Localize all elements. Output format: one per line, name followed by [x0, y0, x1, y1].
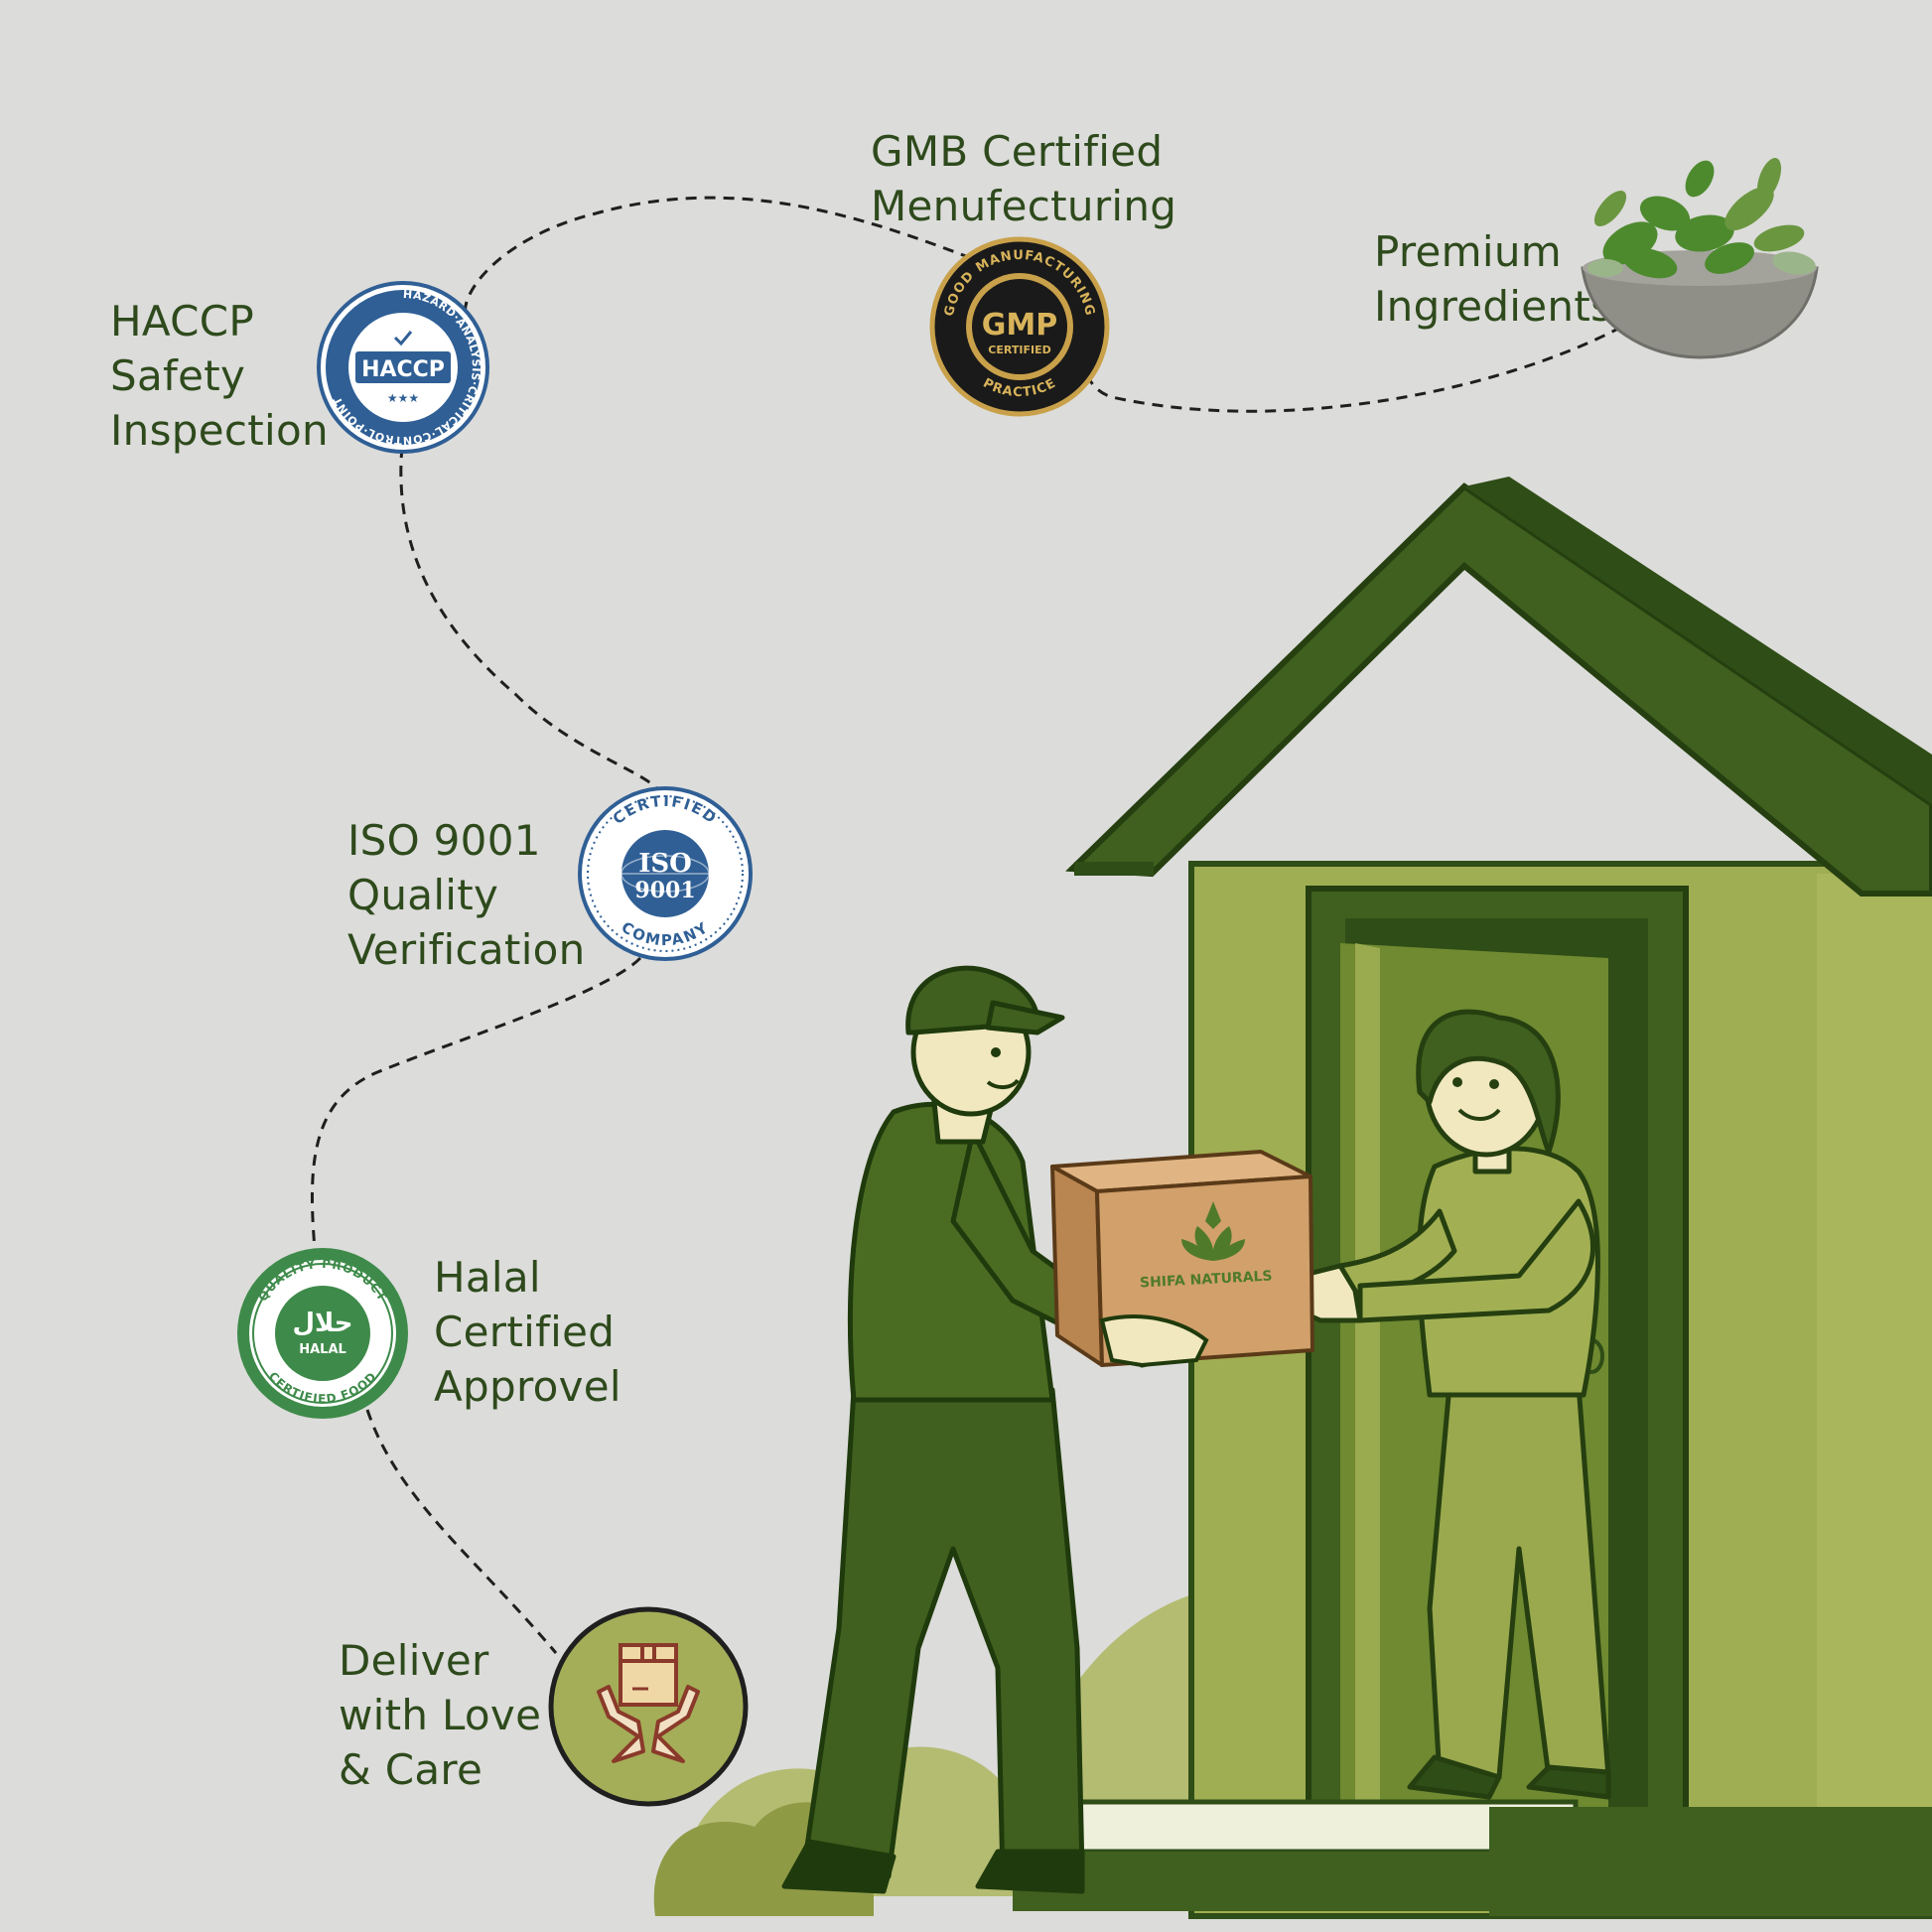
customer-woman [1273, 1009, 1611, 1800]
iso-9001-badge-icon: CERTIFIED COMPANY ISO 9001 [578, 786, 753, 961]
box-in-hands-icon [548, 1606, 749, 1807]
halal-badge-icon: QUALITY PRODUCT CERTIFIED FOOD حلال HALA… [237, 1248, 408, 1419]
step-line: HACCP [110, 297, 255, 345]
step-line: GMB Certified [871, 127, 1164, 176]
step-line: Halal [434, 1253, 541, 1302]
step-line: with Love [339, 1691, 542, 1739]
step-line: Verification [347, 925, 586, 974]
svg-text:CERTIFIED: CERTIFIED [988, 344, 1050, 356]
step-label-premium: Premium Ingredients [1374, 224, 1612, 334]
step-line: Inspection [110, 406, 329, 455]
delivery-man-hand [1099, 1314, 1209, 1368]
step-line: Approvel [434, 1362, 621, 1411]
leaf-logo-icon [1181, 1201, 1245, 1261]
svg-text:★★★: ★★★ [387, 391, 419, 405]
svg-text:ISO: ISO [638, 849, 692, 879]
step-label-gmp: GMB Certified Menufecturing [871, 124, 1176, 233]
svg-text:HALAL: HALAL [299, 1342, 346, 1357]
svg-text:HACCP: HACCP [361, 357, 445, 382]
step-label-halal: Halal Certified Approvel [434, 1250, 621, 1414]
box-brand-text: SHIFA NATURALS [1140, 1269, 1273, 1292]
svg-text:GMP: GMP [982, 308, 1057, 343]
step-line: ISO 9001 [347, 816, 541, 865]
haccp-badge-icon: HAZARD·ANALYSIS·CRITICAL·CONTROL·POINT H… [317, 281, 489, 454]
svg-text:9001: 9001 [634, 878, 695, 903]
step-line: Safety [110, 351, 246, 400]
svg-text:حلال: حلال [292, 1309, 352, 1338]
step-line: Ingredients [1374, 282, 1613, 331]
step-line: Menufecturing [871, 182, 1177, 230]
step-label-iso: ISO 9001 Quality Verification [347, 813, 586, 977]
herb-bowl-icon [1581, 158, 1819, 359]
step-line: Deliver [339, 1636, 489, 1685]
step-line: & Care [339, 1745, 483, 1794]
step-label-deliver: Deliver with Love & Care [339, 1633, 541, 1797]
step-line: Quality [347, 871, 499, 919]
gmp-badge-icon: GOOD MANUFACTURING PRACTICE GMP CERTIFIE… [929, 236, 1110, 417]
step-line: Certified [434, 1308, 616, 1356]
step-label-haccp: HACCP Safety Inspection [110, 294, 329, 458]
step-line: Premium [1374, 227, 1562, 276]
